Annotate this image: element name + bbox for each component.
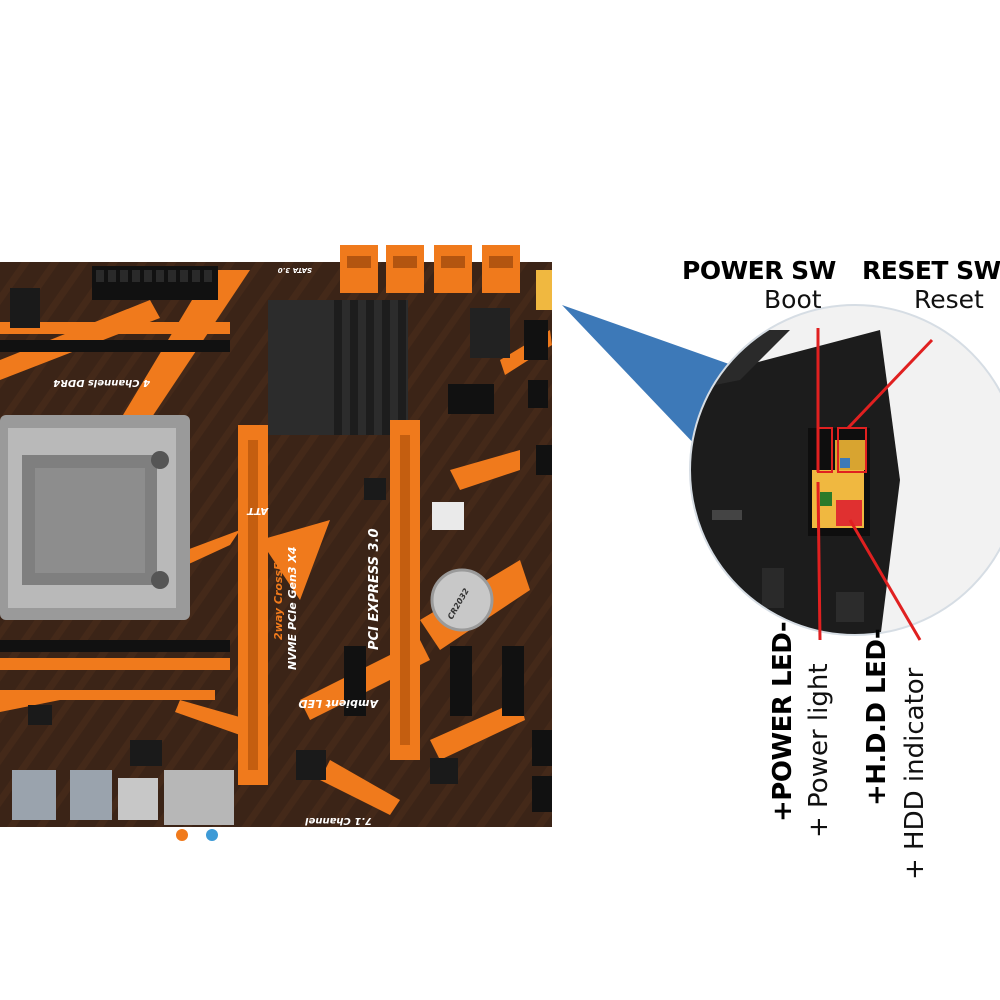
hdd-led-subtitle: + HDD indicator — [900, 667, 930, 880]
ambient-led-label: Ambient LED — [298, 697, 379, 710]
io-ports — [12, 770, 234, 841]
cmos-battery — [430, 568, 494, 632]
power-sw-title: POWER SW — [682, 256, 836, 285]
power-led-pointer — [816, 481, 822, 641]
pcie-slots — [238, 420, 420, 785]
reset-sw-title: RESET SW — [862, 256, 1000, 285]
red-pointer-lines — [816, 328, 934, 641]
crossfire-label: 2way CrossFireX — [272, 537, 285, 640]
pcie-x1-slots — [344, 646, 524, 716]
cpu-socket — [0, 415, 190, 620]
right-pin-headers — [524, 320, 552, 812]
debug-display — [448, 384, 494, 414]
brand-mark: ATT — [246, 505, 269, 516]
hdd-led-title: +H.D.D LED- — [862, 628, 892, 806]
hdd-led-pointer — [848, 519, 922, 641]
board-chips — [10, 288, 458, 784]
magnifier-circle — [689, 304, 1000, 636]
front-panel-header — [536, 270, 552, 310]
pcie-label: PCI EXPRESS 3.0 — [367, 528, 382, 650]
power-led-subtitle: + Power light — [804, 663, 834, 838]
reset-sw-subtitle: Reset — [914, 285, 984, 314]
sata-label: SATA 3.0 — [278, 266, 312, 274]
audio-label: 7.1 Channel — [305, 815, 372, 826]
nvme-label: NVME PCIe Gen3 X4 — [286, 547, 299, 670]
motherboard — [0, 245, 552, 841]
memory-label: 4 Channels DDR4 — [53, 377, 151, 388]
top-orange-connectors — [340, 245, 520, 293]
qr-sticker — [432, 502, 464, 530]
reset-sw-pointer — [846, 338, 934, 430]
m2-slot — [470, 308, 510, 358]
chipset-heatsink — [268, 300, 408, 435]
power-led-title: +POWER LED- — [768, 621, 798, 822]
ram-slots — [0, 322, 230, 700]
power-sw-subtitle: Boot — [764, 285, 822, 314]
